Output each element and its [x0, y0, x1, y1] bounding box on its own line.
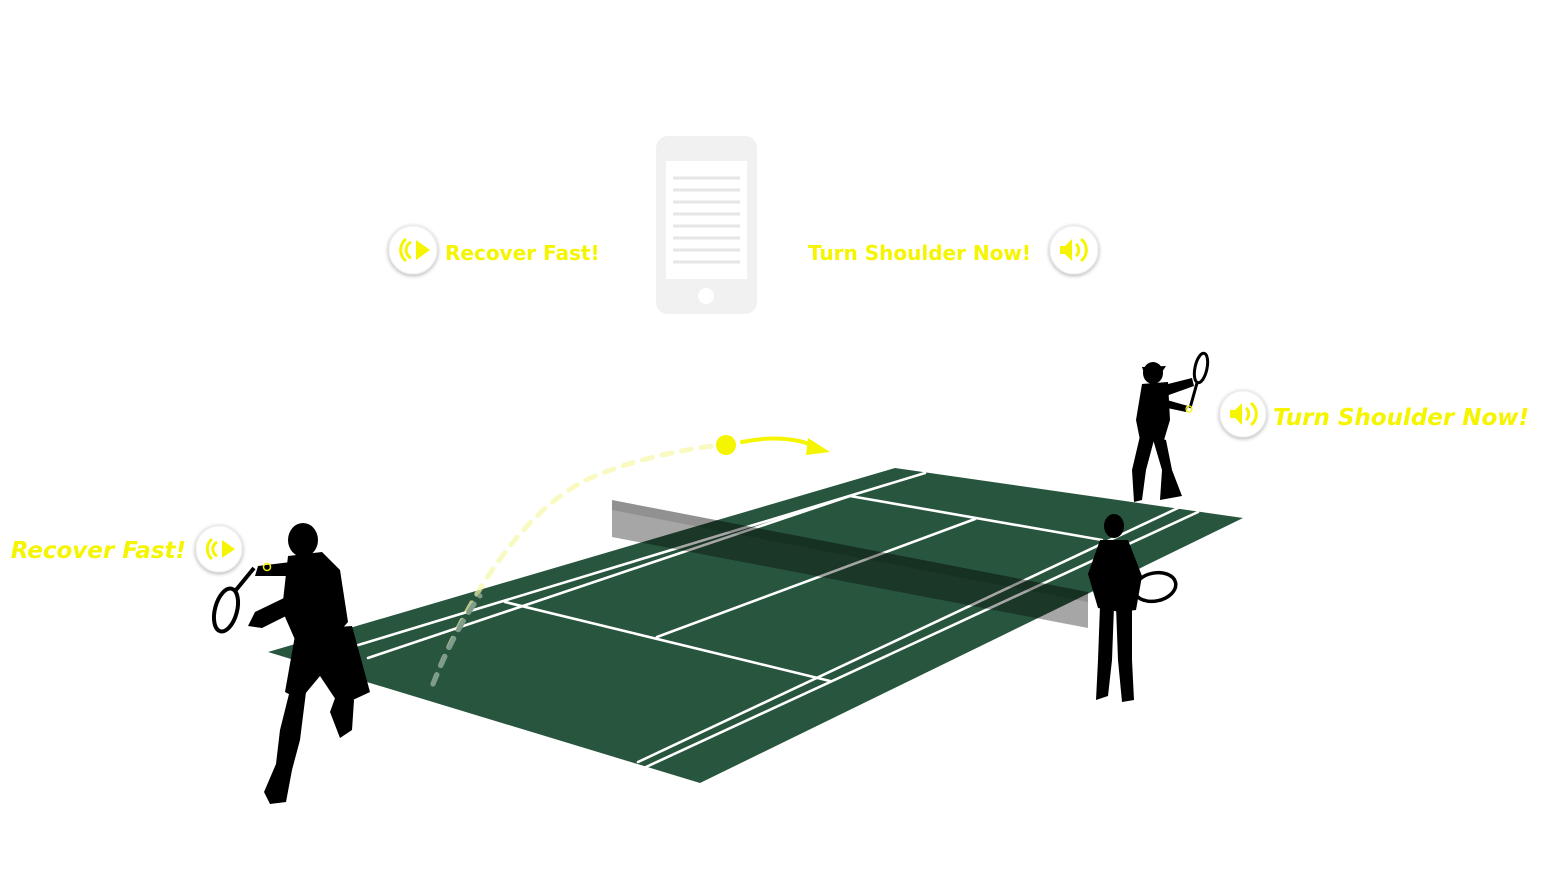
play-forward-icon[interactable] [388, 225, 438, 275]
phone-cue-left-text: Recover Fast! [445, 241, 600, 265]
phone-cue-left: Recover Fast! [388, 225, 600, 275]
phone-cue-right-text: Turn Shoulder Now! [808, 241, 1031, 265]
court-lines [353, 471, 1200, 769]
far-player-cue: Turn Shoulder Now! [1219, 390, 1529, 438]
speaker-icon[interactable] [1219, 390, 1267, 438]
tennis-net [612, 500, 1088, 628]
speaker-icon[interactable] [1049, 225, 1099, 275]
tennis-court [268, 468, 1243, 783]
court-surface [268, 468, 1243, 783]
coach-silhouette [1088, 514, 1178, 702]
ball-direction-arrow [806, 438, 830, 455]
far-player-silhouette [1132, 351, 1210, 502]
far-player-cue-text: Turn Shoulder Now! [1273, 405, 1529, 431]
phone-cue-right: Turn Shoulder Now! [808, 225, 1099, 275]
ball-trajectory [430, 435, 830, 687]
near-player-cue-text: Recover Fast! [11, 538, 186, 564]
play-forward-icon[interactable] [195, 525, 243, 573]
smartphone-icon [656, 136, 757, 314]
near-player-cue: Recover Fast! [11, 525, 243, 573]
near-player-silhouette [211, 523, 370, 804]
tennis-ball-icon [716, 435, 736, 455]
